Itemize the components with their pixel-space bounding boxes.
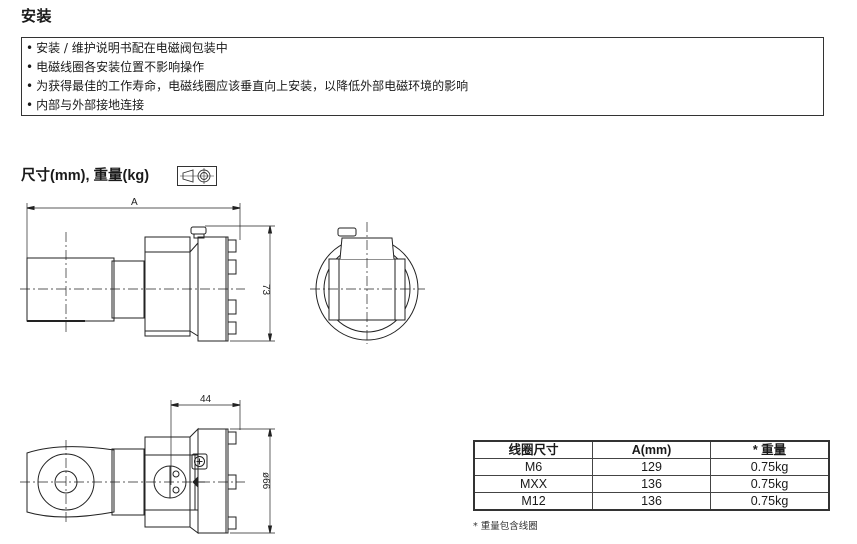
first-angle-projection-icon	[177, 166, 217, 186]
dimension-label-height: 73	[260, 284, 271, 296]
solenoid-coil-dimension-drawing: A 73 44 ø66	[20, 197, 425, 534]
table-row: M6 129 0.75kg	[473, 458, 830, 476]
cell-a-mm: 129	[592, 458, 711, 476]
installation-note: 内部与外部接地连接	[26, 96, 819, 115]
cell-weight: 0.75kg	[710, 475, 830, 493]
dimensions-title: 尺寸(mm), 重量(kg)	[21, 168, 150, 184]
dimension-label-diameter: ø66	[260, 472, 271, 490]
table-row: M12 136 0.75kg	[473, 492, 830, 511]
table-footnote: * 重量包含线圈	[473, 521, 538, 532]
installation-title: 安装	[21, 7, 53, 25]
header-coil-size: 线圈尺寸	[473, 440, 593, 459]
installation-note: 电磁线圈各安装位置不影响操作	[26, 58, 819, 77]
dimension-label-depth: 44	[200, 394, 212, 405]
installation-note: 安装 / 维护说明书配在电磁阀包装中	[26, 39, 819, 58]
table-row: MXX 136 0.75kg	[473, 475, 830, 493]
header-weight: * 重量	[710, 440, 830, 459]
dimension-label-a: A	[131, 197, 138, 208]
installation-note: 为获得最佳的工作寿命，电磁线圈应该垂直向上安装，以降低外部电磁环境的影响	[26, 77, 819, 96]
installation-notes-box: 安装 / 维护说明书配在电磁阀包装中 电磁线圈各安装位置不影响操作 为获得最佳的…	[21, 37, 824, 116]
cell-weight: 0.75kg	[710, 458, 830, 476]
cell-a-mm: 136	[592, 492, 711, 511]
cell-a-mm: 136	[592, 475, 711, 493]
header-a-mm: A(mm)	[592, 440, 711, 459]
cell-coil-size: M12	[473, 492, 593, 511]
cell-weight: 0.75kg	[710, 492, 830, 511]
table-header-row: 线圈尺寸 A(mm) * 重量	[473, 440, 830, 459]
coil-spec-table: 线圈尺寸 A(mm) * 重量 M6 129 0.75kg MXX 136 0.…	[473, 440, 830, 511]
cell-coil-size: MXX	[473, 475, 593, 493]
cell-coil-size: M6	[473, 458, 593, 476]
